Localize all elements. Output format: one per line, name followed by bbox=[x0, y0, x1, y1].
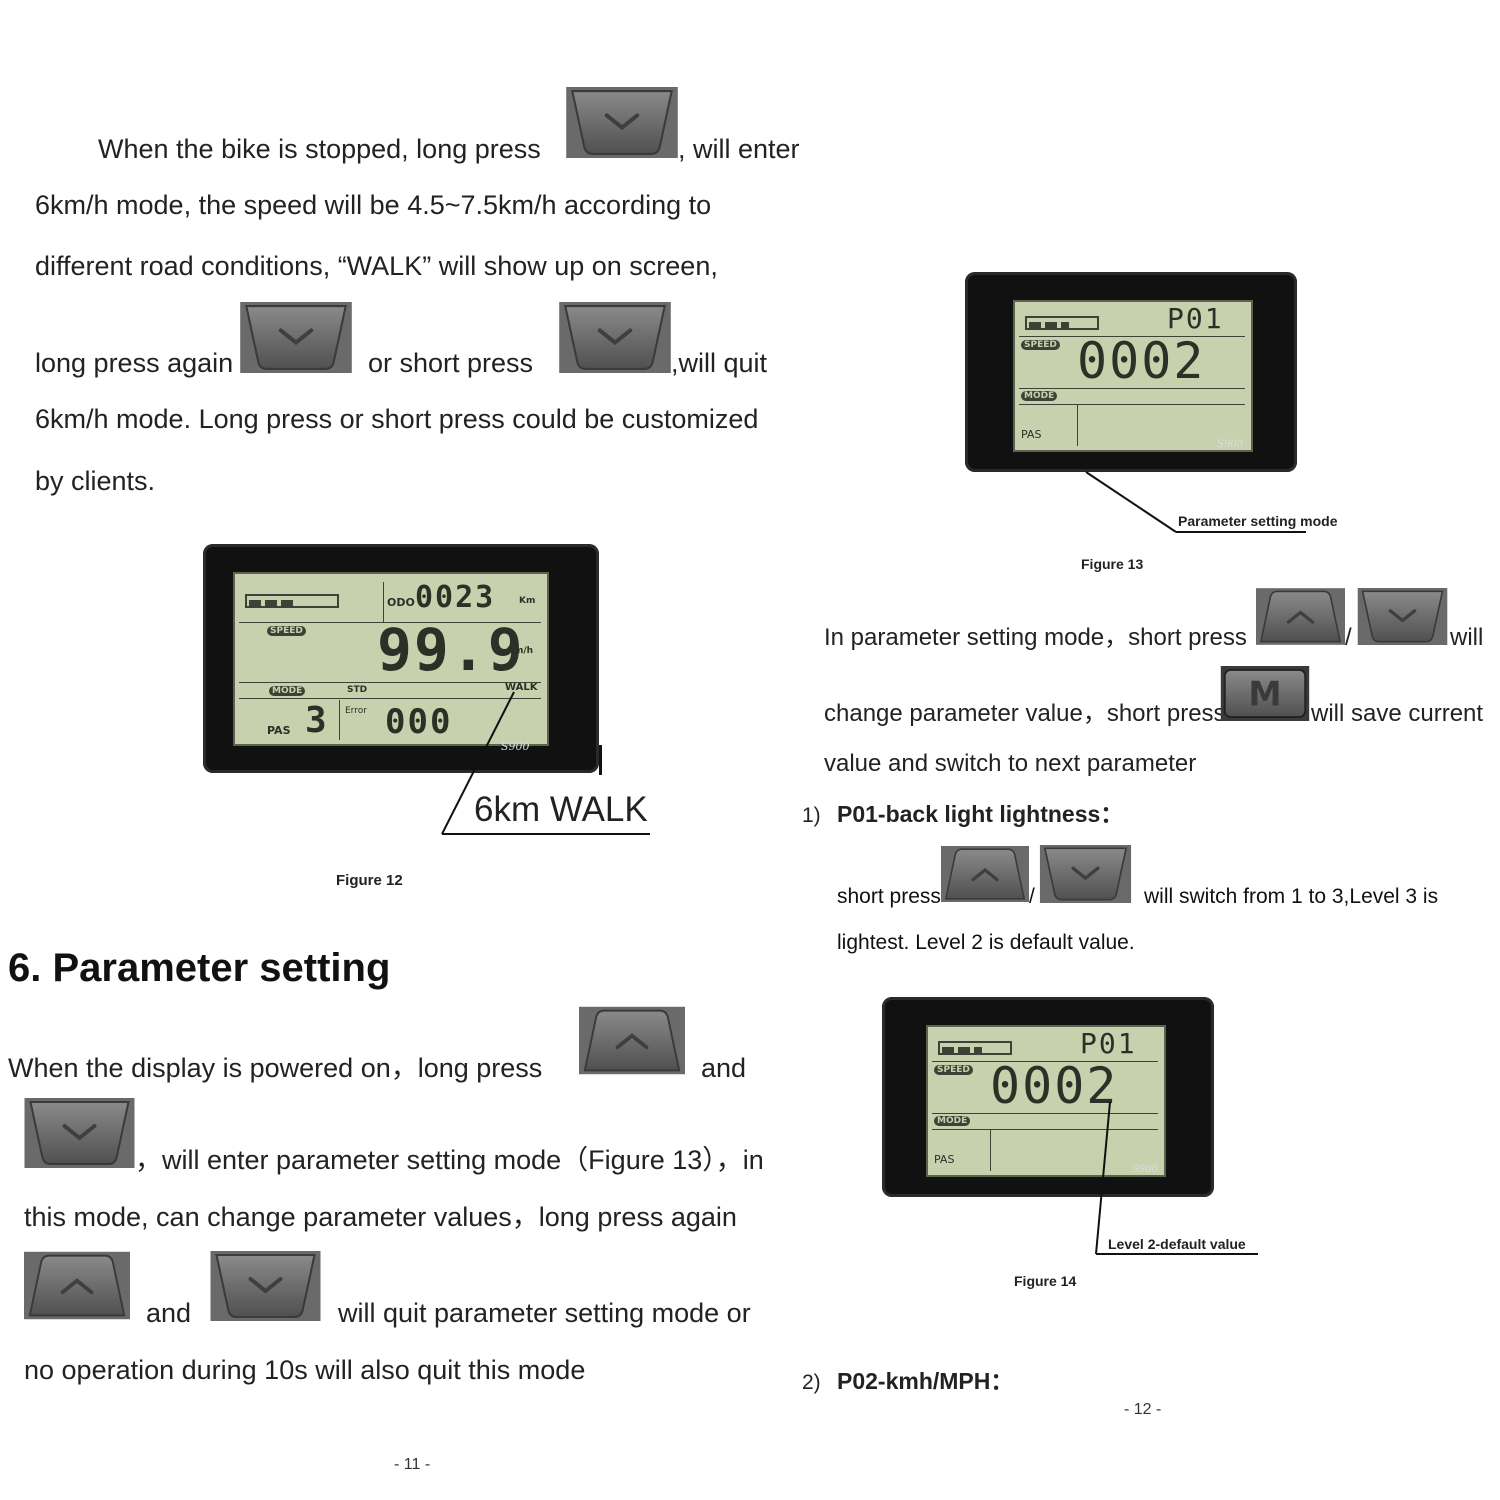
param-code: P01 bbox=[1080, 1027, 1137, 1060]
slash: / bbox=[1029, 885, 1035, 908]
down-button-icon bbox=[1356, 588, 1449, 645]
page-number-left: - 11 - bbox=[394, 1456, 431, 1473]
callout-line bbox=[1085, 471, 1306, 533]
para2-line2: ，will enter parameter setting mode（Figur… bbox=[135, 1145, 764, 1175]
para-r1-line2a: change parameter value，short press bbox=[824, 700, 1226, 727]
pas-label: PAS bbox=[1021, 428, 1042, 441]
lcd-display-figure14: P01 SPEED 0002 MODE PAS S900 bbox=[882, 997, 1214, 1197]
param-value: 0002 bbox=[990, 1057, 1119, 1115]
para1-line4b: or short press bbox=[368, 348, 534, 378]
item2-title: P02-kmh/MPH： bbox=[837, 1368, 1014, 1394]
figure14-callout: Level 2-default value bbox=[1108, 1236, 1246, 1252]
para2-line4a: and bbox=[146, 1298, 192, 1328]
para1-line3: different road conditions, “WALK” will s… bbox=[35, 251, 718, 281]
walk-indicator: WALK bbox=[505, 682, 538, 693]
para1-line1a: When the bike is stopped, long press bbox=[98, 134, 541, 164]
speed-label: SPEED bbox=[934, 1065, 973, 1075]
para2-line1b: and bbox=[701, 1053, 747, 1083]
down-button-icon bbox=[1039, 845, 1132, 903]
down-button-icon bbox=[566, 87, 678, 158]
mode-label: MODE bbox=[269, 686, 306, 696]
speed-label: SPEED bbox=[1021, 340, 1060, 350]
item1-number: 1) bbox=[802, 804, 821, 827]
up-button-icon bbox=[24, 1251, 130, 1320]
callout-line bbox=[1095, 1101, 1258, 1255]
up-button-icon bbox=[1256, 588, 1345, 645]
model-label: S900 bbox=[1217, 439, 1243, 450]
lcd-screen: P01 SPEED 0002 MODE PAS bbox=[926, 1025, 1166, 1177]
divider bbox=[599, 745, 602, 775]
pas-label: PAS bbox=[267, 724, 291, 737]
lcd-screen: P01 SPEED 0002 MODE PAS bbox=[1013, 300, 1253, 452]
item1-line1b: will switch from 1 to 3,Level 3 is bbox=[1144, 885, 1439, 908]
figure12-caption: Figure 12 bbox=[336, 872, 403, 889]
lcd-display-figure13: P01 SPEED 0002 MODE PAS S900 bbox=[965, 272, 1297, 472]
pas-value: 3 bbox=[305, 700, 329, 741]
para1-line6: by clients. bbox=[35, 466, 156, 496]
para1-line1b: , will enter bbox=[678, 134, 800, 164]
down-button-icon bbox=[210, 1251, 321, 1321]
para1-line4c: ,will quit bbox=[671, 348, 768, 378]
item1-title: P01-back light lightness： bbox=[837, 801, 1124, 827]
slash: / bbox=[1345, 624, 1352, 651]
page-number-right: - 12 - bbox=[1124, 1401, 1162, 1418]
mode-value: STD bbox=[347, 685, 368, 695]
m-button-icon bbox=[1220, 666, 1310, 721]
item2-number: 2) bbox=[802, 1371, 821, 1394]
down-button-icon bbox=[240, 302, 352, 373]
speed-value: 99.9 bbox=[377, 616, 525, 684]
odo-unit: Km bbox=[519, 596, 536, 606]
model-label: S900 bbox=[1132, 1164, 1158, 1175]
para-r1-line1b: will bbox=[1450, 624, 1484, 651]
battery-icon bbox=[245, 594, 339, 608]
para1-line4a: long press again bbox=[35, 348, 234, 378]
figure13-callout: Parameter setting mode bbox=[1178, 513, 1338, 529]
para2-line3: this mode, can change parameter values，l… bbox=[24, 1202, 737, 1232]
speed-unit: Km/h bbox=[507, 646, 534, 656]
para-r1-line3: value and switch to next parameter bbox=[824, 750, 1197, 777]
para2-line4b: will quit parameter setting mode or bbox=[338, 1298, 751, 1328]
para2-line1a: When the display is powered on，long pres… bbox=[8, 1053, 543, 1083]
down-button-icon bbox=[24, 1098, 135, 1168]
lcd-display-figure12: ODO 0023 Km SPEED 99.9 Km/h MODE STD WAL… bbox=[203, 544, 599, 773]
down-button-icon bbox=[559, 302, 671, 373]
param-value: 0002 bbox=[1077, 332, 1206, 390]
odo-value: 0023 bbox=[415, 580, 496, 615]
mode-label: MODE bbox=[934, 1116, 971, 1126]
speed-label: SPEED bbox=[267, 626, 306, 636]
pas-label: PAS bbox=[934, 1153, 955, 1166]
item1-line1a: short press bbox=[837, 885, 941, 908]
figure13-caption: Figure 13 bbox=[1081, 556, 1144, 572]
walk-callout: 6km WALK bbox=[474, 790, 648, 829]
error-label: Error bbox=[345, 706, 367, 716]
up-button-icon bbox=[941, 845, 1029, 903]
param-code: P01 bbox=[1167, 302, 1224, 335]
lcd-screen: ODO 0023 Km SPEED 99.9 Km/h MODE STD WAL… bbox=[233, 572, 549, 746]
odo-label: ODO bbox=[387, 596, 415, 609]
battery-icon bbox=[1025, 316, 1099, 330]
section-heading: 6. Parameter setting bbox=[8, 946, 391, 990]
mode-label: MODE bbox=[1021, 391, 1058, 401]
error-value: 000 bbox=[385, 702, 453, 742]
figure14-caption: Figure 14 bbox=[1014, 1273, 1077, 1289]
callout-line bbox=[441, 691, 650, 835]
para1-line5: 6km/h mode. Long press or short press co… bbox=[35, 404, 759, 434]
up-button-icon bbox=[579, 1006, 685, 1075]
model-label: S900 bbox=[501, 740, 530, 753]
para-r1-line1a: In parameter setting mode，short press bbox=[824, 624, 1247, 651]
para2-line5: no operation during 10s will also quit t… bbox=[24, 1355, 586, 1385]
item1-line2: lightest. Level 2 is default value. bbox=[837, 931, 1135, 954]
para-r1-line2b: will save current bbox=[1311, 700, 1484, 727]
para1-line2: 6km/h mode, the speed will be 4.5~7.5km/… bbox=[35, 190, 712, 220]
battery-icon bbox=[938, 1041, 1012, 1055]
